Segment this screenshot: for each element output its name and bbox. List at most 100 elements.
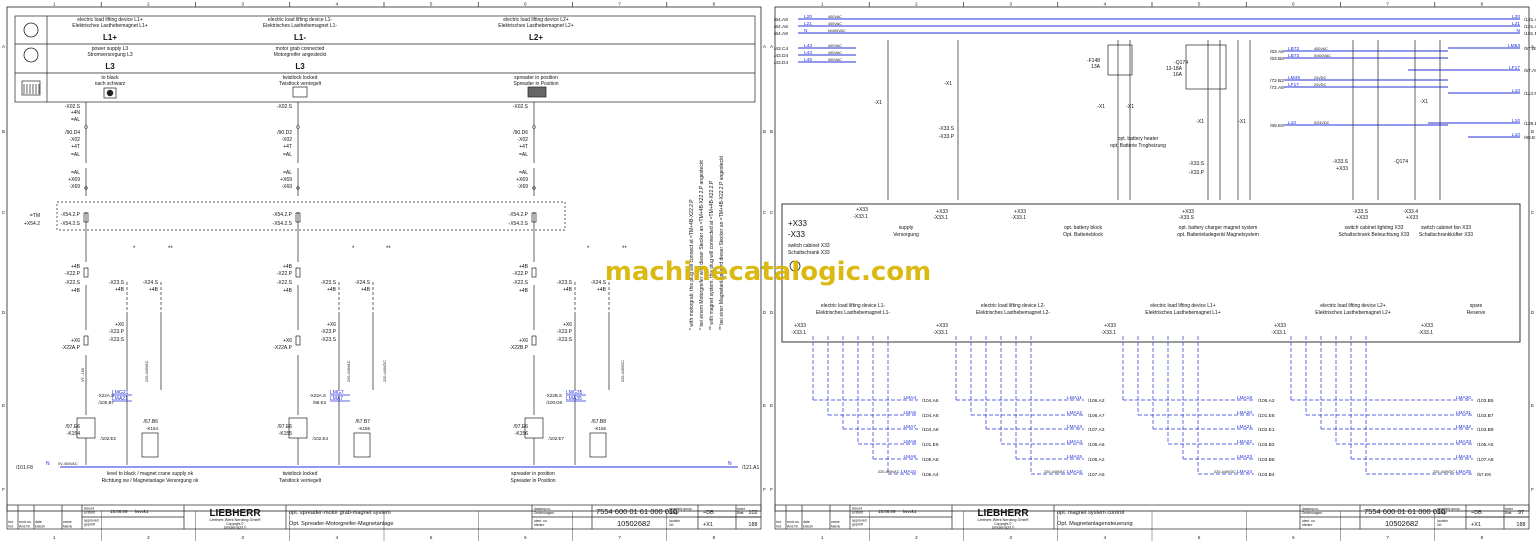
connection-label: /90.D4 bbox=[65, 130, 80, 136]
component-label: -X1 bbox=[1196, 119, 1204, 125]
connection-label: =AL bbox=[283, 152, 292, 158]
signal-label: LMG21 bbox=[112, 390, 129, 396]
row-letter: F bbox=[763, 487, 766, 492]
column-number: 3 bbox=[1009, 535, 1012, 540]
component-label: +X33 bbox=[1336, 166, 1348, 172]
column-number: 7 bbox=[1386, 2, 1389, 7]
copyright: Copyright © bbox=[226, 522, 244, 526]
device-code: L1- bbox=[294, 33, 306, 42]
magnet-line-name: LMA19 bbox=[1237, 395, 1253, 401]
terminal-label: -X33.4 bbox=[1403, 209, 1418, 215]
connection-label: +4B bbox=[149, 287, 159, 293]
approved-label: geprüft bbox=[84, 523, 95, 527]
component-label: -Q174 bbox=[1174, 60, 1188, 66]
terminal-label: +X33 bbox=[1014, 209, 1026, 215]
cross-ref: /72.A8 bbox=[1270, 85, 1284, 91]
connection-label: -X24.S bbox=[355, 280, 371, 286]
cross-ref: /102.E2 bbox=[100, 436, 116, 441]
voltage-tag: 220-440VDC bbox=[621, 360, 625, 382]
connection-label: -X22.S bbox=[277, 280, 293, 286]
plug-symbol bbox=[531, 267, 537, 278]
title-label: Ind. bbox=[776, 525, 782, 529]
function-header-box bbox=[14, 15, 756, 103]
cabinet-item: Schaltschrank Beleuchtung X33 bbox=[1339, 232, 1410, 238]
terminal-label: +X33 bbox=[794, 323, 806, 329]
drawing-no-label: drawing no. bbox=[534, 507, 551, 511]
voltage-tag: 220-440VAC bbox=[347, 360, 351, 382]
connection-label: +4B bbox=[563, 287, 573, 293]
approved-label: approved bbox=[852, 519, 867, 523]
component-note: opt. Batterie Trogheizung bbox=[1110, 143, 1166, 149]
drawing-no-label: drawing no. bbox=[1302, 507, 1319, 511]
title-label: mod.no. bbox=[19, 520, 32, 524]
column-number: 6 bbox=[1292, 2, 1295, 7]
grab-icon bbox=[21, 80, 41, 96]
row-letter: E bbox=[2, 403, 5, 408]
voltage-tag: 220-440VDC bbox=[1214, 470, 1236, 474]
connection-label: +X6 bbox=[283, 338, 292, 344]
voltage-tag: 220-440VAC bbox=[1044, 470, 1066, 474]
company-name: Liebherr-Werk Nenzing GmbH bbox=[978, 518, 1029, 522]
breaker-symbol bbox=[1185, 44, 1227, 90]
cross-ref: /105.A2 bbox=[1088, 457, 1105, 463]
line-name: L20 bbox=[1512, 14, 1520, 20]
approved-label: approved bbox=[84, 519, 99, 523]
group-title: electric load lifting device L1+ bbox=[1150, 303, 1216, 309]
column-number: 2 bbox=[147, 535, 150, 540]
column-number: 2 bbox=[915, 2, 918, 7]
relay-coil bbox=[524, 417, 544, 439]
connection-label: +4B bbox=[327, 287, 337, 293]
connection-label: /97.E6 bbox=[278, 424, 293, 430]
cross-ref: /102.E4 bbox=[312, 436, 328, 441]
column-number: 7 bbox=[618, 2, 621, 7]
connection-label: -X24.S bbox=[591, 280, 607, 286]
connection-label: +4T bbox=[283, 144, 292, 150]
connection-label: =AL bbox=[519, 170, 528, 176]
connection-label: +X69 bbox=[516, 177, 528, 183]
title-label: Datum bbox=[803, 525, 813, 529]
column-number: 5 bbox=[1198, 535, 1201, 540]
line-name: L10 bbox=[1512, 118, 1520, 124]
terminal-label: -X33.1 bbox=[853, 214, 868, 220]
ident-number: 10502682 bbox=[617, 519, 650, 528]
connection-label: +X6 bbox=[563, 322, 572, 328]
group-title: Elektrisches Lasthebemagnet L2- bbox=[976, 310, 1051, 316]
connection-label: -X54.2.P bbox=[61, 212, 81, 218]
tm-label: =TM bbox=[30, 213, 40, 219]
magnet-line-name: LMA21 bbox=[1237, 424, 1253, 430]
terminal-label: +X33 bbox=[1182, 209, 1194, 215]
line-name: N bbox=[1517, 28, 1521, 34]
line-name: LM49 bbox=[1288, 75, 1300, 81]
cross-ref: /103.B5 bbox=[1477, 398, 1494, 404]
side-note: ** bei einer Magnetanlage wird dieser St… bbox=[719, 155, 725, 330]
relay-coil bbox=[288, 417, 308, 439]
magnet-line-name: LMA8 bbox=[903, 439, 916, 445]
ident-label: Identnr. bbox=[1302, 523, 1313, 527]
row-letter: D bbox=[770, 310, 774, 315]
assembly-label: assembly group bbox=[669, 507, 692, 511]
drawing-number: 7554 600 01 61 000 010 bbox=[596, 507, 677, 516]
terminal-label: +X33 bbox=[936, 209, 948, 215]
row-letter: A bbox=[770, 44, 773, 49]
cross-ref: /104.A8 bbox=[922, 427, 939, 433]
cabinet-item: opt. Batterieladegerät Magnetsystem bbox=[1177, 232, 1259, 238]
voltage-tag: 400VAC bbox=[828, 22, 842, 26]
row-letter: F bbox=[770, 487, 773, 492]
switch-cabinet-box bbox=[781, 203, 1521, 343]
device-title: electric load lifting device L2+ bbox=[503, 17, 569, 23]
device-title: electric load lifting device L1+ bbox=[77, 17, 143, 23]
title-label: Name bbox=[831, 525, 840, 529]
connection-label: +4N bbox=[71, 110, 81, 116]
column-number: 5 bbox=[430, 2, 433, 7]
relay-coil bbox=[76, 417, 96, 439]
component-label: -X33.P bbox=[939, 134, 955, 140]
row-letter: D bbox=[2, 310, 6, 315]
connection-label: -X23.S bbox=[321, 280, 337, 286]
component-label: -F148 bbox=[1087, 58, 1100, 64]
magnet-line-name: LMA4 bbox=[903, 395, 916, 401]
component-label: -X1 bbox=[1238, 119, 1246, 125]
cross-ref: /103.B8 bbox=[1258, 457, 1275, 463]
voltage-tag: 400VAC bbox=[828, 15, 842, 19]
connection-label: /90.D6 bbox=[513, 130, 528, 136]
line-name: LM63 bbox=[1508, 43, 1520, 49]
